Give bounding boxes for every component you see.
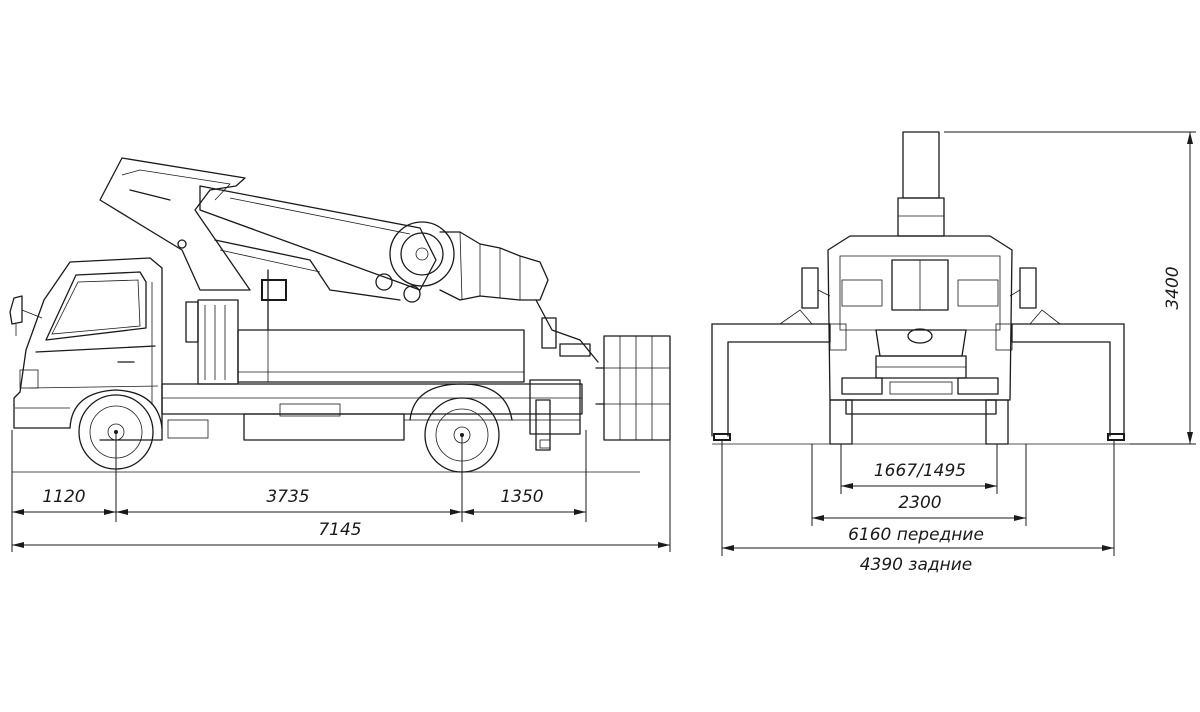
left-wheel	[829, 399, 853, 445]
dim-label-width: 2300	[898, 493, 941, 513]
dim-label-outrigger-front: 6160 передние	[848, 525, 984, 545]
side-view-truck	[9, 157, 671, 473]
truck-cab	[9, 257, 163, 441]
dim-label-rear-overhang: 1350	[500, 487, 543, 507]
dim-label-wheelbase: 3735	[266, 487, 309, 507]
dim-label-overall-length: 7145	[318, 520, 361, 540]
right-wheel	[985, 399, 1009, 445]
outriggers	[711, 309, 1125, 441]
dim-label-height: 3400	[1163, 266, 1183, 309]
dim-label-front-overhang: 1120	[42, 487, 85, 507]
aerial-boom	[99, 157, 599, 363]
truck-body	[161, 269, 583, 451]
dim-label-track: 1667/1495	[874, 461, 966, 481]
truck-cab-front	[801, 235, 1037, 415]
side-view-dimensions: 1120 3735 1350 7145	[11, 430, 671, 552]
dim-label-outrigger-rear: 4390 задние	[860, 555, 973, 575]
boom-column	[897, 131, 945, 237]
work-basket	[595, 335, 671, 441]
rear-wheel	[409, 383, 513, 473]
front-view-truck	[711, 131, 1130, 445]
front-view-dimensions: 3400 1667/1495 2300 6160 передние 4390 з…	[721, 131, 1196, 575]
